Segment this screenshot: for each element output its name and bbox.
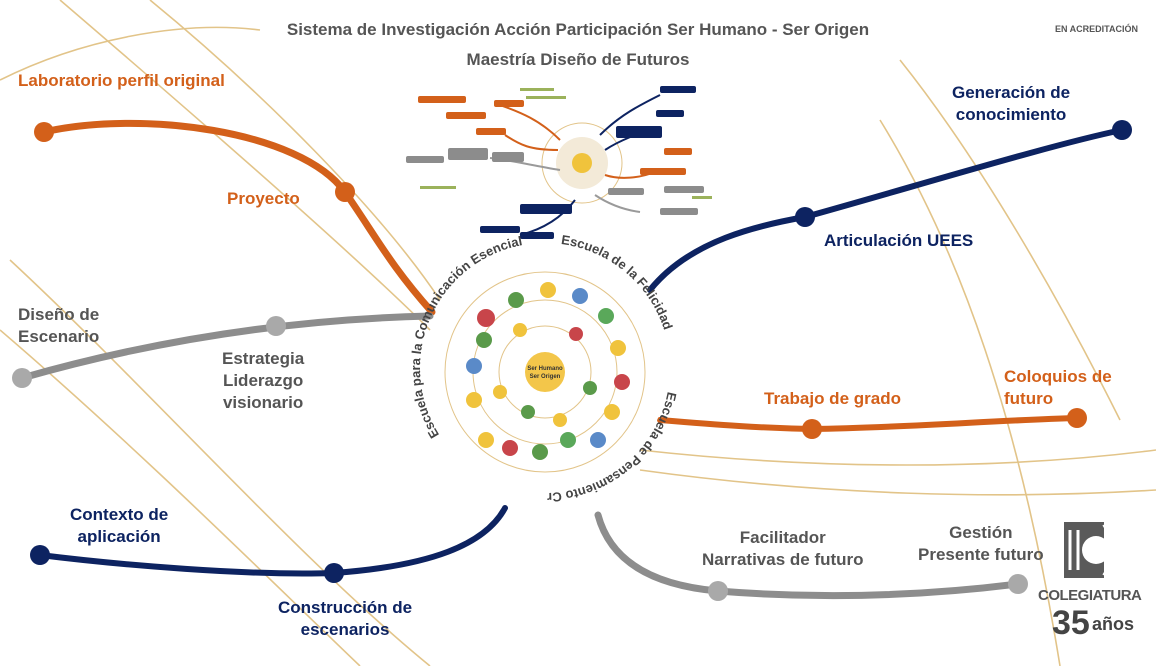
label-coloquios-line1: Coloquios de <box>1004 367 1112 386</box>
branch-nodes <box>12 120 1132 601</box>
label-generacion: Generación de conocimiento <box>952 82 1070 126</box>
node-laboratorio <box>34 122 54 142</box>
label-coloquios: Coloquios de futuro <box>1004 366 1112 410</box>
label-estrategia-line2: Liderazgo <box>222 371 304 390</box>
node-proyecto <box>335 182 355 202</box>
label-generacion-line1: Generación de <box>952 83 1071 102</box>
label-construccion: Construcción de escenarios <box>278 597 412 641</box>
node-contexto <box>30 545 50 565</box>
branch-orange-upper <box>40 119 436 316</box>
wheel-center-line1: Ser Humano <box>527 366 563 372</box>
page-title: Sistema de Investigación Acción Particip… <box>286 20 870 39</box>
label-gestion: Gestión Presente futuro <box>918 522 1044 566</box>
page-subtitle: Maestría Diseño de Futuros <box>466 50 690 69</box>
label-facilitador: Facilitador Narrativas de futuro <box>702 527 864 571</box>
logo-years: 35 <box>1052 604 1090 642</box>
label-construccion-line1: Construcción de <box>278 598 413 617</box>
label-gestion-line2: Presente futuro <box>918 545 1044 564</box>
node-coloquios <box>1067 408 1087 428</box>
label-laboratorio: Laboratorio perfil original <box>18 71 225 90</box>
branch-grey-lower <box>594 511 1022 600</box>
label-gestion-line1: Gestión <box>949 523 1013 542</box>
node-articulacion <box>795 207 815 227</box>
label-estrategia: Estrategia Liderazgo visionario <box>222 348 304 414</box>
mind-map-thumbnail <box>404 76 724 246</box>
node-gestion <box>1008 574 1028 594</box>
label-estrategia-line3: visionario <box>222 393 304 412</box>
node-diseno <box>12 368 32 388</box>
label-contexto-line2: aplicación <box>77 527 161 546</box>
label-contexto: Contexto de aplicación <box>70 504 168 548</box>
label-proyecto: Proyecto <box>227 189 300 208</box>
node-estrategia <box>266 316 286 336</box>
colegiatura-logo <box>1064 521 1145 579</box>
logo-name: COLEGIATURA <box>1038 587 1142 604</box>
label-articulacion: Articulación UEES <box>824 231 974 250</box>
label-diseno: Diseño de Escenario <box>18 304 99 348</box>
label-generacion-line2: conocimiento <box>955 105 1067 124</box>
label-contexto-line1: Contexto de <box>70 505 169 524</box>
label-trabajo: Trabajo de grado <box>764 389 901 408</box>
logo-years-word: años <box>1092 614 1135 634</box>
label-estrategia-line1: Estrategia <box>222 349 305 368</box>
wheel-center-line2: Ser Origen <box>530 374 561 380</box>
wheel-dots <box>466 282 630 460</box>
node-trabajo <box>802 419 822 439</box>
node-generacion <box>1112 120 1132 140</box>
branch-navy-upper <box>647 127 1125 293</box>
label-facilitador-line1: Facilitador <box>739 528 826 547</box>
node-facilitador <box>708 581 728 601</box>
branch-orange-right <box>657 415 1080 433</box>
label-diseno-line1: Diseño de <box>18 305 100 324</box>
label-diseno-line2: Escenario <box>18 327 100 346</box>
label-facilitador-line2: Narrativas de futuro <box>702 550 864 569</box>
accreditation-badge: EN ACREDITACIÓN <box>1055 24 1138 34</box>
branch-grey-left <box>18 312 434 382</box>
label-coloquios-line2: futuro <box>1004 389 1054 408</box>
node-construccion <box>324 563 344 583</box>
label-construccion-line2: escenarios <box>300 620 390 639</box>
